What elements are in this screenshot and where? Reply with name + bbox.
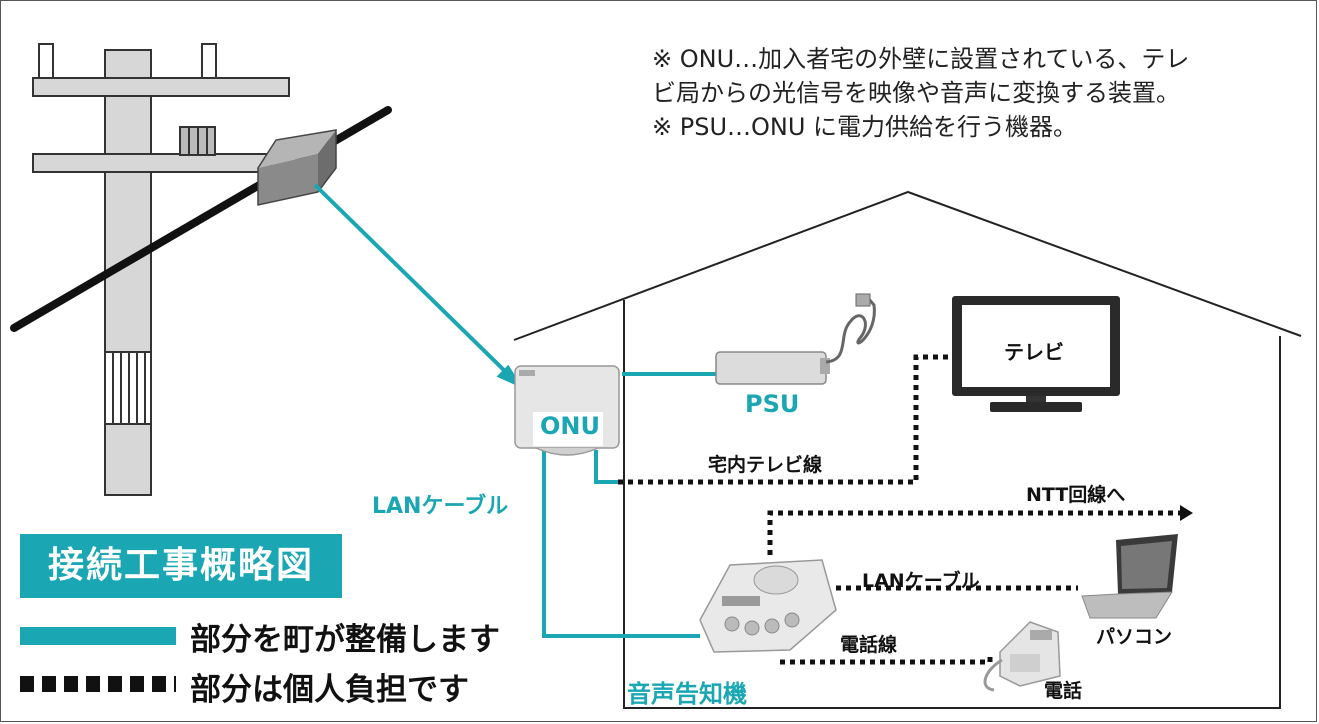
- diagram-title: 接続工事概略図: [47, 545, 314, 586]
- note-onu-line2: ビ局からの光信号を映像や音声に変換する装置。: [652, 79, 1180, 107]
- onu-label-bg: [533, 412, 603, 446]
- phone-device: [983, 621, 1061, 692]
- closure-box: [257, 129, 337, 206]
- pole-plate: [104, 351, 152, 425]
- legend-personal-swatch: [20, 676, 176, 692]
- legend-personal-text: 部分は個人負担です: [190, 672, 469, 708]
- psu-label: PSU: [745, 390, 800, 418]
- note-psu: ※ PSU…ONU に電力供給を行う機器。: [652, 113, 1078, 141]
- personal-lines: [618, 354, 1180, 665]
- phone-label: 電話: [1044, 680, 1083, 702]
- announcer-label: 音声告知機: [627, 680, 747, 708]
- legend-town-text: 部分を町が整備します: [190, 622, 500, 658]
- utility-pole: [32, 43, 290, 496]
- indoor-tv-line-label: 宅内テレビ線: [708, 454, 823, 476]
- house-outline: [513, 190, 1302, 709]
- ntt-arrowhead: [1180, 505, 1193, 521]
- announcer-device: [699, 559, 837, 653]
- ntt-line-label: NTT回線へ: [1026, 484, 1126, 506]
- lan-cable-indoor-label: LANケーブル: [862, 570, 980, 592]
- legend-town-swatch: [20, 627, 176, 645]
- onu-label: ONU: [540, 412, 600, 440]
- lan-cable-outdoor-label: LANケーブル: [372, 494, 509, 519]
- town-lines: [313, 183, 716, 638]
- psu-device: [715, 293, 876, 385]
- pole-insulator: [179, 126, 216, 156]
- note-onu-line1: ※ ONU…加入者宅の外壁に設置されている、テレ: [652, 45, 1190, 73]
- tv-device: [952, 296, 1120, 412]
- title-box: [20, 534, 342, 598]
- phone-line-label: 電話線: [840, 634, 898, 656]
- laptop-device: [1081, 534, 1178, 619]
- tv-label: テレビ: [1004, 340, 1064, 364]
- pc-label: パソコン: [1096, 626, 1173, 648]
